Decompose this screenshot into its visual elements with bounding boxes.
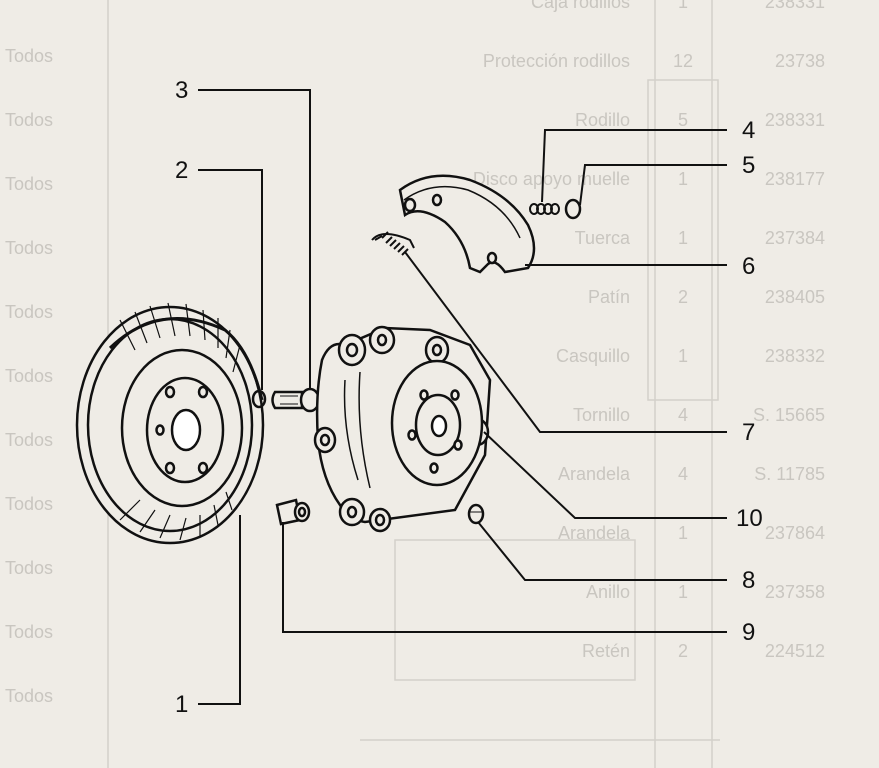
part-washer-2 xyxy=(251,389,267,409)
ghost-desc: Casquillo xyxy=(556,346,630,366)
callout-9: 9 xyxy=(742,619,755,646)
ghost-side-text: Todos xyxy=(5,174,53,194)
ghost-qty: 4 xyxy=(678,464,688,484)
ghost-side-text: Todos xyxy=(5,238,53,258)
brake-drum xyxy=(75,302,265,545)
ghost-code: 238405 xyxy=(765,287,825,307)
ghost-desc: Patín xyxy=(588,287,630,307)
ghost-qty: 1 xyxy=(678,523,688,543)
ghost-code: 238331 xyxy=(765,110,825,130)
part-bolt-3 xyxy=(271,387,321,413)
ghost-qty: 4 xyxy=(678,405,688,425)
ghost-code: 238331 xyxy=(765,0,825,12)
ghost-side-text: Todos xyxy=(5,494,53,514)
ghost-desc: Caja rodillos xyxy=(531,0,630,12)
callout-6: 6 xyxy=(742,253,755,280)
leader-line-3 xyxy=(198,89,311,388)
leader-line-4 xyxy=(541,129,727,203)
callout-4: 4 xyxy=(742,117,755,144)
ghost-code: 237358 xyxy=(765,582,825,602)
ghost-side-text: Todos xyxy=(5,686,53,706)
callout-3: 3 xyxy=(175,77,188,104)
ghost-desc: Rodillo xyxy=(575,110,630,130)
ghost-desc: Tornillo xyxy=(573,405,630,425)
ghost-qty: 1 xyxy=(678,346,688,366)
ghost-qty: 1 xyxy=(678,0,688,12)
leader-line-7 xyxy=(404,251,727,433)
ghost-qty: 1 xyxy=(678,582,688,602)
hub-flange xyxy=(313,325,492,533)
ghost-desc: Retén xyxy=(582,641,630,661)
ghost-desc: Tuerca xyxy=(575,228,631,248)
leader-line-1 xyxy=(198,515,241,705)
callout-2: 2 xyxy=(175,157,188,184)
ghost-code: S. 11785 xyxy=(754,464,825,484)
ghost-side-text: Todos xyxy=(5,302,53,322)
ghost-code: 238177 xyxy=(765,169,825,189)
callout-8: 8 xyxy=(742,567,755,594)
leader-line-8 xyxy=(477,521,727,581)
leader-line-10 xyxy=(483,431,727,519)
callout-1: 1 xyxy=(175,691,188,718)
ghost-code: 23738 xyxy=(775,51,825,71)
brake-shoe xyxy=(398,174,536,274)
ghost-desc: Arandela xyxy=(558,523,631,543)
callout-numbers: 1 2 3 4 5 6 7 8 9 10 xyxy=(175,77,763,718)
leader-lines xyxy=(198,89,727,705)
part-nut-8 xyxy=(467,503,485,525)
ghost-desc: Protección rodillos xyxy=(483,51,630,71)
leader-line-9 xyxy=(282,522,727,633)
part-spring-7 xyxy=(371,231,415,256)
ghost-qty: 2 xyxy=(678,287,688,307)
ghost-desc: Anillo xyxy=(586,582,630,602)
ghost-desc: Disco apoyo muelle xyxy=(473,169,630,189)
ghost-qty: 5 xyxy=(678,110,688,130)
ghost-side-text: Todos xyxy=(5,46,53,66)
ghost-side-text: Todos xyxy=(5,366,53,386)
ghost-side-text: Todos xyxy=(5,110,53,130)
ghost-code: 237384 xyxy=(765,228,825,248)
part-ring-5 xyxy=(564,198,582,220)
callout-5: 5 xyxy=(742,152,755,179)
ghost-side-text: Todos xyxy=(5,430,53,450)
ghost-qty: 12 xyxy=(673,51,693,71)
part-stud-9 xyxy=(275,498,311,526)
ghost-qty: 1 xyxy=(678,169,688,189)
ghost-side-text: Todos xyxy=(5,622,53,642)
part-spring-4 xyxy=(529,203,560,215)
ghost-code: 238332 xyxy=(765,346,825,366)
ghost-code: S. 15665 xyxy=(753,405,825,425)
leader-line-2 xyxy=(198,169,263,390)
ghost-code: 224512 xyxy=(765,641,825,661)
ghost-desc: Arandela xyxy=(558,464,631,484)
ghost-qty: 2 xyxy=(678,641,688,661)
ghost-side-text: Todos xyxy=(5,558,53,578)
ghost-qty: 1 xyxy=(678,228,688,248)
callout-10: 10 xyxy=(736,505,763,532)
ghost-code: 237864 xyxy=(765,523,825,543)
leader-line-5 xyxy=(579,164,727,206)
callout-7: 7 xyxy=(742,419,755,446)
